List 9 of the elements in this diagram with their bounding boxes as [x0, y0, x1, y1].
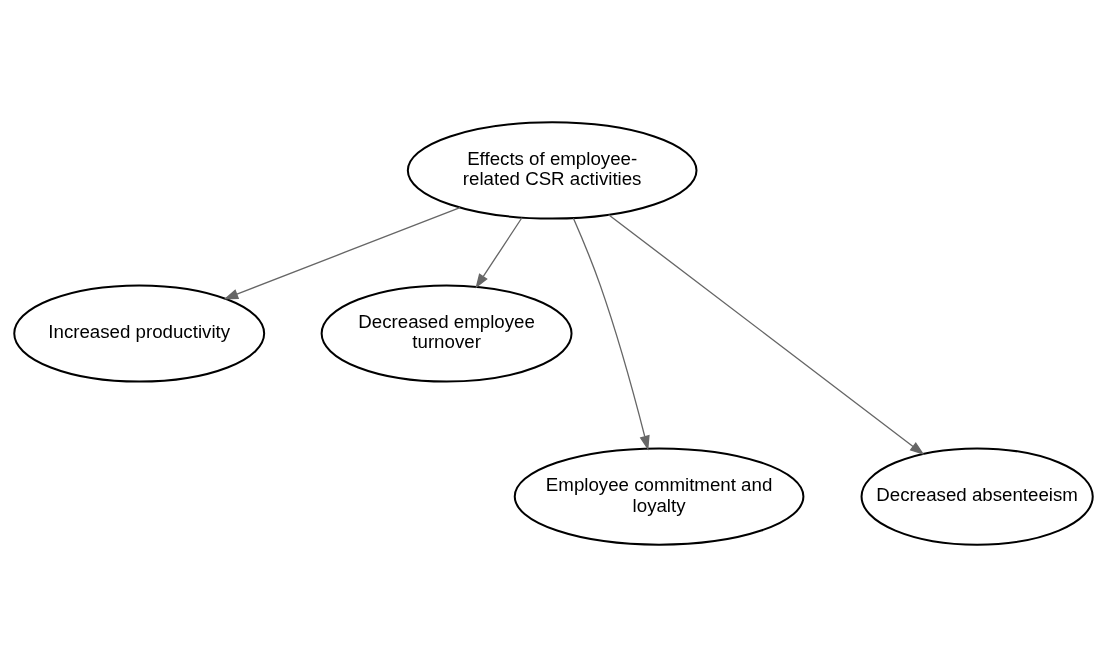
arrow	[223, 206, 461, 299]
node-ellipse: Increased productivity	[13, 283, 266, 383]
arrow	[607, 213, 925, 455]
node-ellipse: Effects of employee-related CSR activities	[406, 120, 698, 220]
node-ellipse: Decreased absenteeism	[860, 446, 1094, 546]
arrow	[572, 217, 650, 450]
arrow	[475, 216, 523, 288]
node-ellipse: Decreased employee turnover	[320, 283, 573, 383]
node-ellipse: Employee commitment and loyalty	[513, 446, 805, 546]
